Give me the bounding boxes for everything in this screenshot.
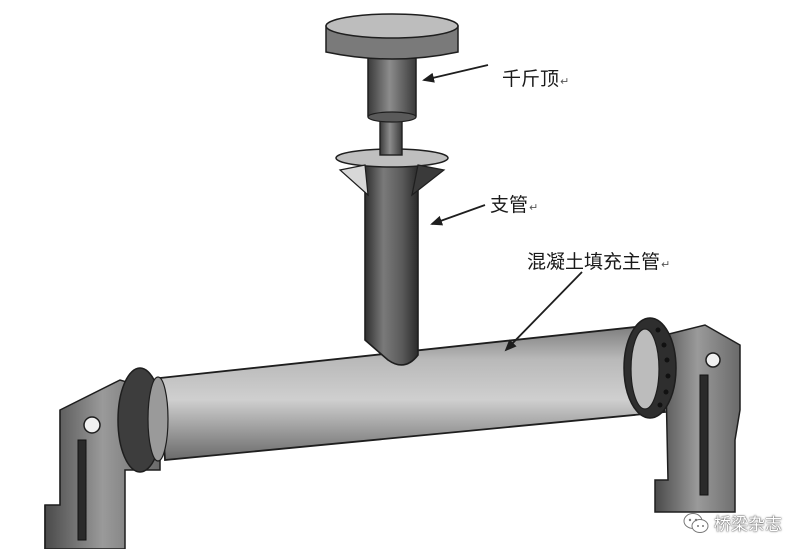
return-mark: ↵	[529, 201, 539, 214]
return-mark: ↵	[661, 258, 671, 271]
main-pipe	[117, 317, 677, 473]
watermark: 桥梁杂志	[683, 510, 782, 535]
branch-pipe	[335, 148, 449, 366]
jack-label: 千斤顶↵	[502, 64, 569, 91]
main-pipe-label: 混凝土填充主管↵	[527, 247, 670, 274]
return-mark: ↵	[560, 75, 570, 88]
jack-label-text: 千斤顶	[502, 68, 560, 90]
main-pipe-label-text: 混凝土填充主管	[527, 251, 661, 273]
jack	[325, 13, 459, 156]
jack-arrow	[422, 64, 489, 83]
callout-arrows	[422, 64, 583, 352]
branch-pipe-label: 支管↵	[490, 190, 538, 217]
watermark-text: 桥梁杂志	[714, 515, 782, 535]
branch-arrow	[430, 204, 486, 226]
wechat-icon	[683, 512, 709, 533]
branch-pipe-label-text: 支管	[490, 194, 529, 216]
main-pipe-arrow	[504, 271, 583, 352]
